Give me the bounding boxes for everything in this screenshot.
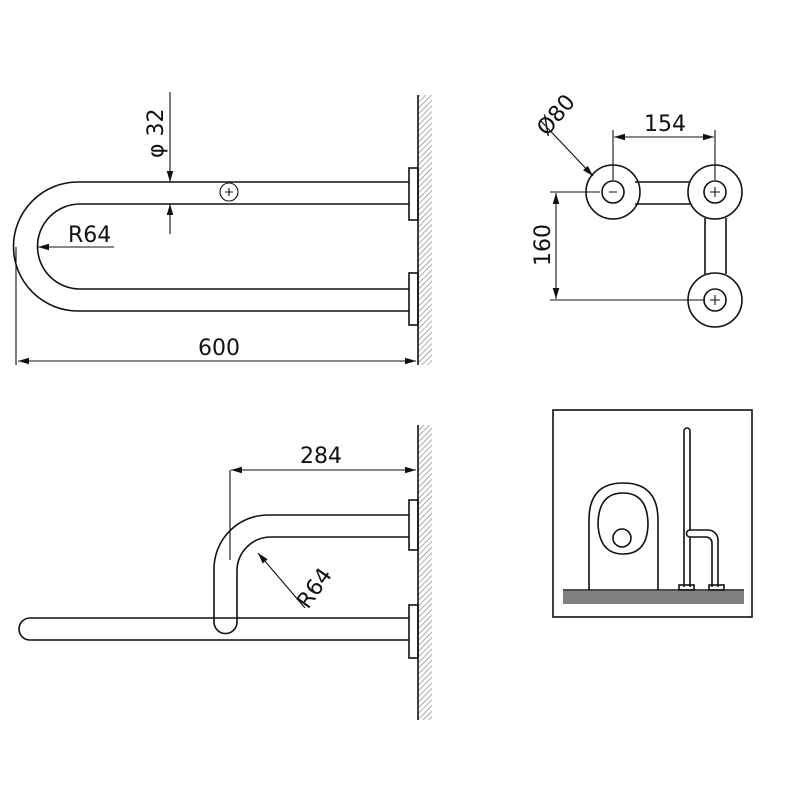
length-dimension: 600 [198,336,240,361]
support-arm [213,514,409,635]
wall-hatch [418,425,432,720]
floor [563,591,744,604]
u-bar-outer [12,181,409,312]
top-view: 154 160 Ø80 [531,90,743,328]
u-bar-inner [36,203,409,290]
installation-illustration [552,409,753,618]
screw-icon [219,182,239,202]
grab-bar-folded [18,617,409,641]
flange-upper [408,499,419,551]
diameter-dimension: φ 32 [144,109,169,159]
reach-dimension: 284 [300,444,342,469]
flange-lower [408,604,419,659]
flange-diameter-dimension: Ø80 [532,90,580,141]
side-view: 284 R64 [18,425,432,720]
flange-lower [408,272,419,326]
toilet-icon [588,482,659,590]
flange-upper [408,167,419,221]
wall-hatch [418,95,432,365]
spacing-dimension: 154 [644,112,686,137]
front-view: φ 32 R64 600 [12,92,432,365]
radius-dimension: R64 [68,223,111,248]
depth-dimension: 160 [531,224,556,266]
radius-dimension: R64 [292,564,337,614]
grab-bar-icon [683,427,719,587]
